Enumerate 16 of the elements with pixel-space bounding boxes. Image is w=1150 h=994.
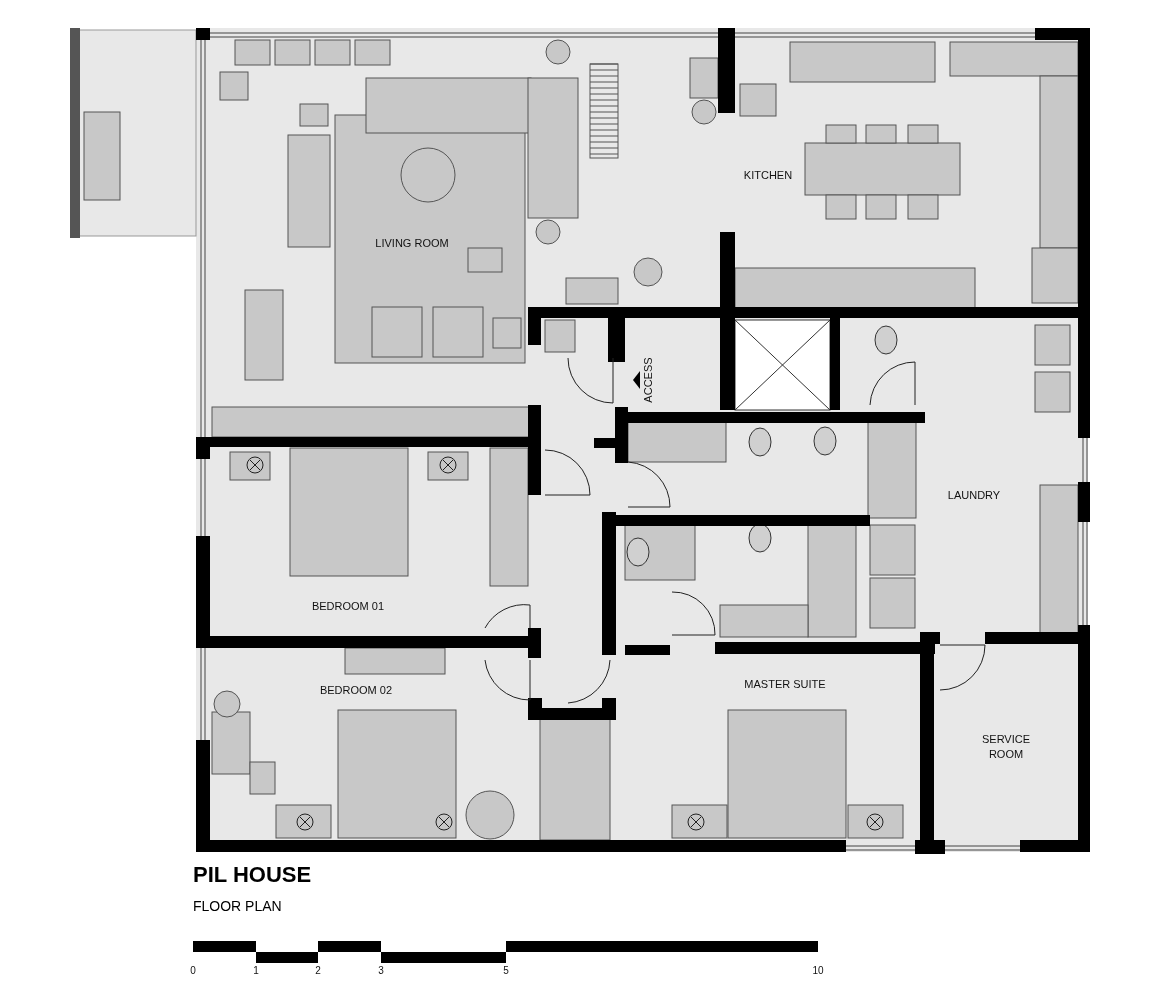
scale-number: 5: [503, 964, 509, 978]
room-label: BEDROOM 02: [319, 682, 393, 698]
scale-number: 0: [190, 964, 196, 978]
access-label: ACCESS: [640, 357, 655, 403]
room-label: MASTER SUITE: [744, 676, 826, 692]
scale-number: 1: [253, 964, 259, 978]
room-label: LAUNDRY: [947, 487, 1001, 503]
plan-title: PIL HOUSE: [193, 862, 312, 888]
room-label: KITCHEN: [743, 167, 793, 183]
room-label: SERVICE ROOM: [980, 732, 1032, 762]
room-label: BEDROOM 01: [311, 598, 385, 614]
scale-number: 10: [812, 964, 824, 978]
scale-number: 2: [315, 964, 321, 978]
room-label: LIVING ROOM: [375, 235, 449, 251]
scale-number: 3: [378, 964, 384, 978]
plan-subtitle: FLOOR PLAN: [193, 898, 282, 914]
